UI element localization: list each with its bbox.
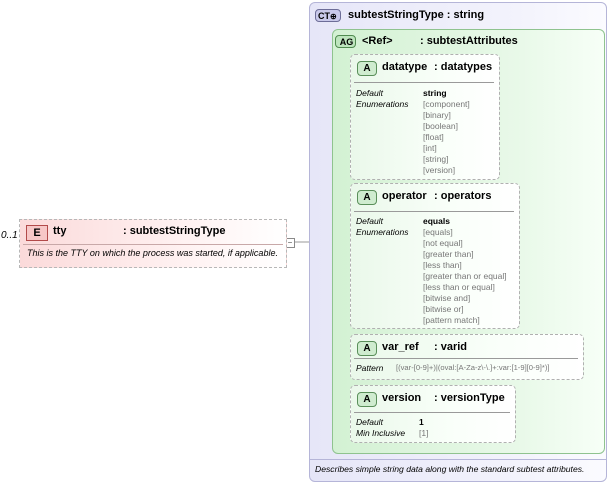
attribute-name: var_ref bbox=[382, 341, 419, 353]
attribute-divider bbox=[354, 82, 494, 83]
enum-value: [equals] bbox=[423, 227, 453, 237]
enum-value: [int] bbox=[423, 143, 437, 153]
enum-value: [less than] bbox=[423, 260, 462, 270]
element-type: : subtestStringType bbox=[123, 225, 226, 237]
attribute-type: : versionType bbox=[434, 392, 505, 404]
attribute-group-badge: AG bbox=[335, 35, 356, 48]
attribute-var-ref[interactable]: A var_ref : varid Pattern [(var-[0-9]+)|… bbox=[350, 334, 584, 380]
complex-type-doc: Describes simple string data along with … bbox=[315, 464, 585, 474]
prop-key: Default bbox=[356, 88, 383, 98]
pattern-value: [(var-[0-9]+)|(oval:[A-Za-z\-\.]+:var:[1… bbox=[396, 363, 550, 372]
attribute-divider bbox=[354, 211, 514, 212]
attribute-name: datatype bbox=[382, 61, 428, 73]
prop-key: Default bbox=[356, 216, 383, 226]
prop-key: Pattern bbox=[356, 363, 384, 373]
expand-icon: ⊕ bbox=[330, 12, 337, 21]
enum-value: [bitwise or] bbox=[423, 304, 464, 314]
enum-value: [float] bbox=[423, 132, 444, 142]
enum-value: [not equal] bbox=[423, 238, 463, 248]
attribute-type: : datatypes bbox=[434, 61, 493, 73]
complex-type-divider bbox=[310, 459, 606, 460]
attribute-group-ref: <Ref> bbox=[362, 35, 393, 47]
element-divider bbox=[23, 244, 283, 245]
attribute-type: : operators bbox=[434, 190, 492, 202]
occurs-label: 0..1 bbox=[1, 230, 18, 241]
prop-value: [1] bbox=[419, 428, 429, 438]
prop-key: Default bbox=[356, 417, 383, 427]
complex-type-badge-label: CT bbox=[318, 11, 330, 21]
prop-value: equals bbox=[423, 216, 450, 226]
prop-value: 1 bbox=[419, 417, 424, 427]
attribute-name: version bbox=[382, 392, 422, 404]
enum-value: [greater than] bbox=[423, 249, 474, 259]
enum-value: [greater than or equal] bbox=[423, 271, 507, 281]
enum-value: [less than or equal] bbox=[423, 282, 495, 292]
attribute-type: : varid bbox=[434, 341, 468, 353]
attribute-badge: A bbox=[357, 341, 377, 356]
element-badge: E bbox=[26, 225, 48, 241]
attribute-group-box[interactable]: AG <Ref> : subtestAttributes A datatype … bbox=[332, 29, 605, 454]
enum-value: [binary] bbox=[423, 110, 451, 120]
enum-value: [string] bbox=[423, 154, 449, 164]
prop-key: Enumerations bbox=[356, 99, 409, 109]
attribute-operator[interactable]: A operator : operators Default equals En… bbox=[350, 183, 520, 329]
attribute-divider bbox=[354, 412, 510, 413]
prop-key: Enumerations bbox=[356, 227, 409, 237]
attribute-badge: A bbox=[357, 61, 377, 76]
element-name: tty bbox=[53, 225, 67, 237]
attribute-group-name: : subtestAttributes bbox=[420, 35, 518, 47]
prop-value: string bbox=[423, 88, 447, 98]
attribute-datatype[interactable]: A datatype : datatypes Default string En… bbox=[350, 54, 500, 180]
element-doc: This is the TTY on which the process was… bbox=[27, 248, 278, 258]
complex-type-box[interactable]: CT⊕ subtestStringType : string AG <Ref> … bbox=[309, 2, 607, 482]
attribute-name: operator bbox=[382, 190, 427, 202]
prop-key: Min Inclusive bbox=[356, 428, 406, 438]
enum-value: [component] bbox=[423, 99, 470, 109]
element-tty[interactable]: E tty : subtestStringType This is the TT… bbox=[19, 219, 287, 268]
enum-value: [boolean] bbox=[423, 121, 458, 131]
enum-value: [pattern match] bbox=[423, 315, 480, 325]
attribute-version[interactable]: A version : versionType Default 1 Min In… bbox=[350, 385, 516, 443]
enum-value: [version] bbox=[423, 165, 456, 175]
enum-value: [bitwise and] bbox=[423, 293, 471, 303]
attribute-divider bbox=[354, 358, 578, 359]
attribute-badge: A bbox=[357, 392, 377, 407]
complex-type-badge: CT⊕ bbox=[315, 9, 341, 22]
complex-type-title: subtestStringType : string bbox=[348, 9, 485, 21]
attribute-badge: A bbox=[357, 190, 377, 205]
